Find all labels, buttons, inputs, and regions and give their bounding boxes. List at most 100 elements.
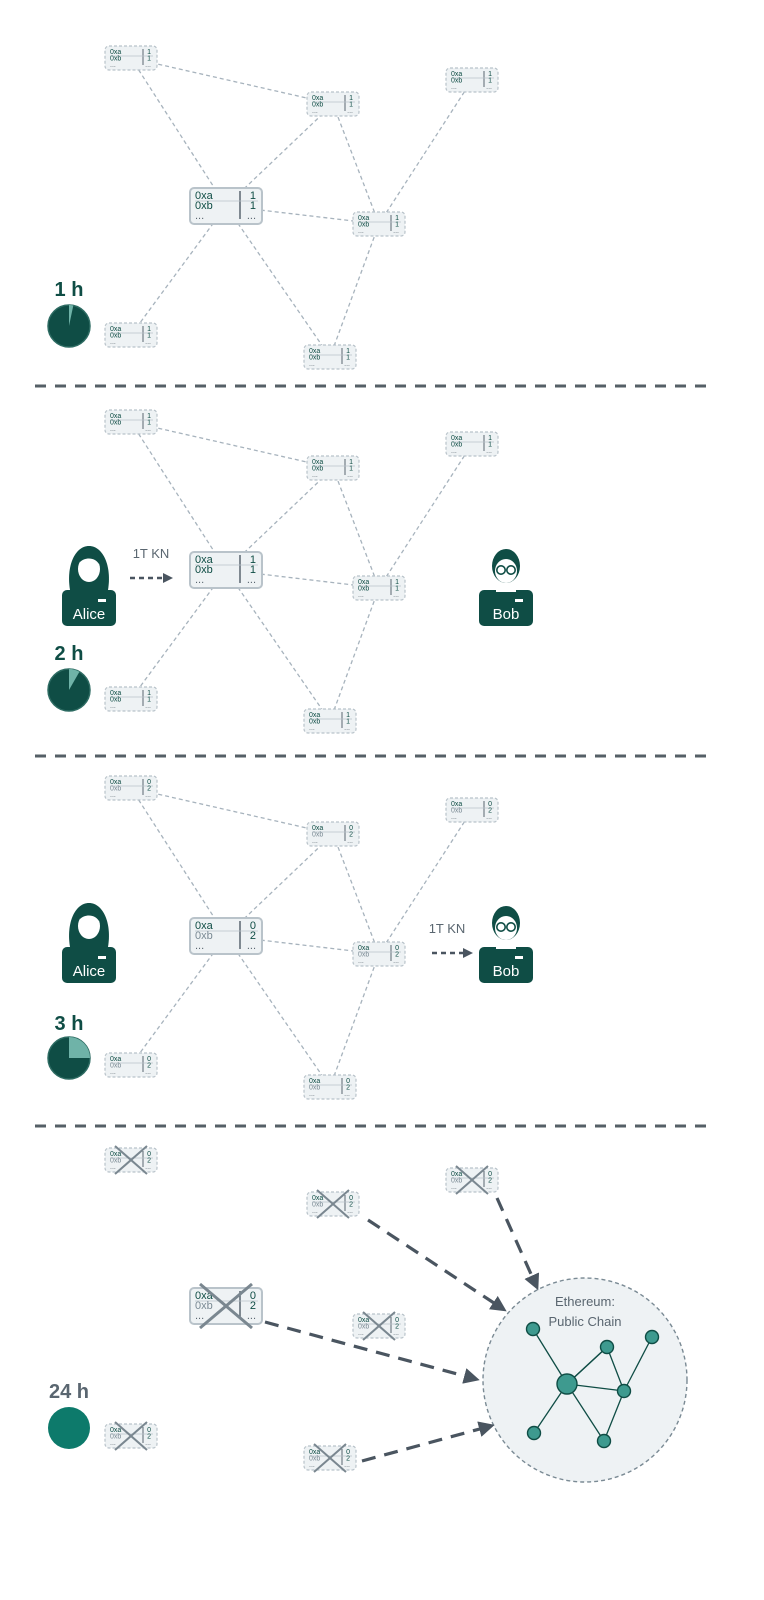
- ledger-more-rows: ...: [358, 228, 364, 235]
- ledger-nodes-layer: 0xa0xb...11...0xa0xb...11...0xa0xb...11.…: [104, 45, 499, 1473]
- ledger-node: 0xa0xb...02...: [352, 941, 406, 967]
- network-link: [225, 467, 334, 571]
- ledger-more-rows: ...: [358, 592, 364, 599]
- ledger-more-rows: ...: [247, 210, 256, 222]
- ledger-more-rows: ...: [145, 1069, 151, 1076]
- person-name: Bob: [493, 606, 520, 623]
- ledger-box: [104, 45, 158, 71]
- ledger-address-b: 0xb: [195, 200, 213, 212]
- glasses-icon: [495, 564, 506, 575]
- ledger-address-b: 0xb: [451, 78, 462, 85]
- ledger-box: [303, 1074, 357, 1100]
- ledger-address-a: 0xa: [451, 1171, 462, 1178]
- ledger-node: 0xa0xb...11...: [104, 45, 158, 71]
- glasses-icon: [505, 564, 516, 575]
- ledger-more-rows: ...: [393, 228, 399, 235]
- ledger-box: [306, 91, 360, 117]
- ledger-balance-b: 2: [346, 1456, 350, 1463]
- ledger-address-b: 0xb: [110, 56, 121, 63]
- ledger-more-rows: ...: [195, 574, 204, 586]
- ledger-address-a: 0xa: [195, 554, 214, 566]
- ledger-more-rows: ...: [145, 703, 151, 710]
- elapsed-time-label: 2 h: [55, 643, 84, 665]
- ledger-more-rows: ...: [451, 84, 457, 91]
- network-link: [130, 787, 334, 835]
- ledger-address-a: 0xa: [358, 215, 369, 222]
- ledger-more-rows: ...: [344, 361, 350, 368]
- ledger-address-a: 0xa: [451, 71, 462, 78]
- ledger-balance-b: 1: [346, 719, 350, 726]
- invalidated-cross-line: [316, 1189, 350, 1219]
- ledger-address-a: 0xa: [110, 49, 121, 56]
- ledger-balance-b: 1: [395, 586, 399, 593]
- invalidated-cross-line: [114, 1421, 148, 1451]
- ledger-balance-b: 2: [250, 930, 256, 942]
- fringe-shape: [80, 912, 99, 921]
- ledger-more-rows: ...: [393, 958, 399, 965]
- network-link: [332, 103, 380, 225]
- network-link: [225, 205, 331, 358]
- ledger-box: [303, 708, 357, 734]
- invalidated-cross-line: [199, 1282, 253, 1330]
- network-link: [130, 57, 227, 207]
- ledger-node: 0xa0xb...02...: [306, 1189, 360, 1219]
- ledger-node: 0xa0xb...11...: [445, 67, 499, 93]
- network-link: [130, 935, 227, 1066]
- ledger-address-a: 0xa: [309, 1078, 320, 1085]
- invalidated-cross-line: [455, 1165, 489, 1195]
- face-shape: [78, 913, 100, 939]
- ledger-balance-a: 0: [147, 779, 151, 786]
- ledger-address-b: 0xb: [110, 420, 121, 427]
- ledger-balance-a: 1: [395, 579, 399, 586]
- settlement-arrows-layer: 1T KN 1T KN: [130, 546, 540, 1463]
- ledger-address-b: 0xb: [312, 832, 323, 839]
- ledger-balance-a: 1: [250, 190, 256, 202]
- ledger-balance-a: 0: [349, 825, 353, 832]
- transfer-amount-label: 1T KN: [133, 546, 170, 561]
- ledger-more-rows: ...: [145, 426, 151, 433]
- chain-title-line2: Public Chain: [549, 1314, 622, 1329]
- ledger-more-rows: ...: [393, 592, 399, 599]
- chain-link: [623, 1336, 653, 1392]
- ledger-node: 0xa0xb...11...: [445, 431, 499, 457]
- glasses-icon: [505, 921, 516, 932]
- ledger-more-rows: ...: [195, 1310, 204, 1322]
- ledger-balance-b: 2: [147, 1434, 151, 1441]
- ledger-balance-b: 1: [147, 697, 151, 704]
- ledger-balance-a: 1: [147, 326, 151, 333]
- network-link: [378, 443, 473, 589]
- bob-avatar: Bob: [479, 906, 533, 983]
- ledger-address-b: 0xb: [358, 952, 369, 959]
- ledger-more-rows: ...: [344, 1091, 350, 1098]
- ledger-more-rows: ...: [486, 448, 492, 455]
- ledger-address-b: 0xb: [309, 355, 320, 362]
- elapsed-time-clock: 3 h: [47, 1013, 91, 1080]
- chain-title-line1: Ethereum:: [555, 1294, 615, 1309]
- ledger-balance-a: 1: [147, 690, 151, 697]
- ledger-balance-a: 1: [349, 95, 353, 102]
- ledger-box: [303, 344, 357, 370]
- network-link: [130, 569, 227, 700]
- ledger-address-b: 0xb: [309, 1085, 320, 1092]
- ledger-balance-b: 2: [147, 786, 151, 793]
- ledger-more-rows: ...: [145, 1440, 151, 1447]
- ledger-more-rows: ...: [344, 1462, 350, 1469]
- ledger-node: 0xa0xb...02...: [104, 1145, 158, 1175]
- ledger-box: [352, 211, 406, 237]
- ledger-more-rows: ...: [309, 725, 315, 732]
- ledger-more-rows: ...: [247, 940, 256, 952]
- invalidated-cross-line: [114, 1145, 148, 1175]
- ledger-address-b: 0xb: [110, 697, 121, 704]
- network-link: [329, 587, 380, 722]
- ledger-more-rows: ...: [393, 1330, 399, 1337]
- ledger-node: 0xa0xb...02...: [306, 821, 360, 847]
- chain-node: [525, 1321, 541, 1337]
- ledger-address-a: 0xa: [110, 326, 121, 333]
- ledger-box: [306, 455, 360, 481]
- ledger-node: 0xa0xb...11...: [306, 91, 360, 117]
- ledger-address-b: 0xb: [312, 102, 323, 109]
- ledger-address-a: 0xa: [110, 413, 121, 420]
- transfer-amount-label: 1T KN: [429, 921, 466, 936]
- settlement-arrow: [367, 1218, 507, 1312]
